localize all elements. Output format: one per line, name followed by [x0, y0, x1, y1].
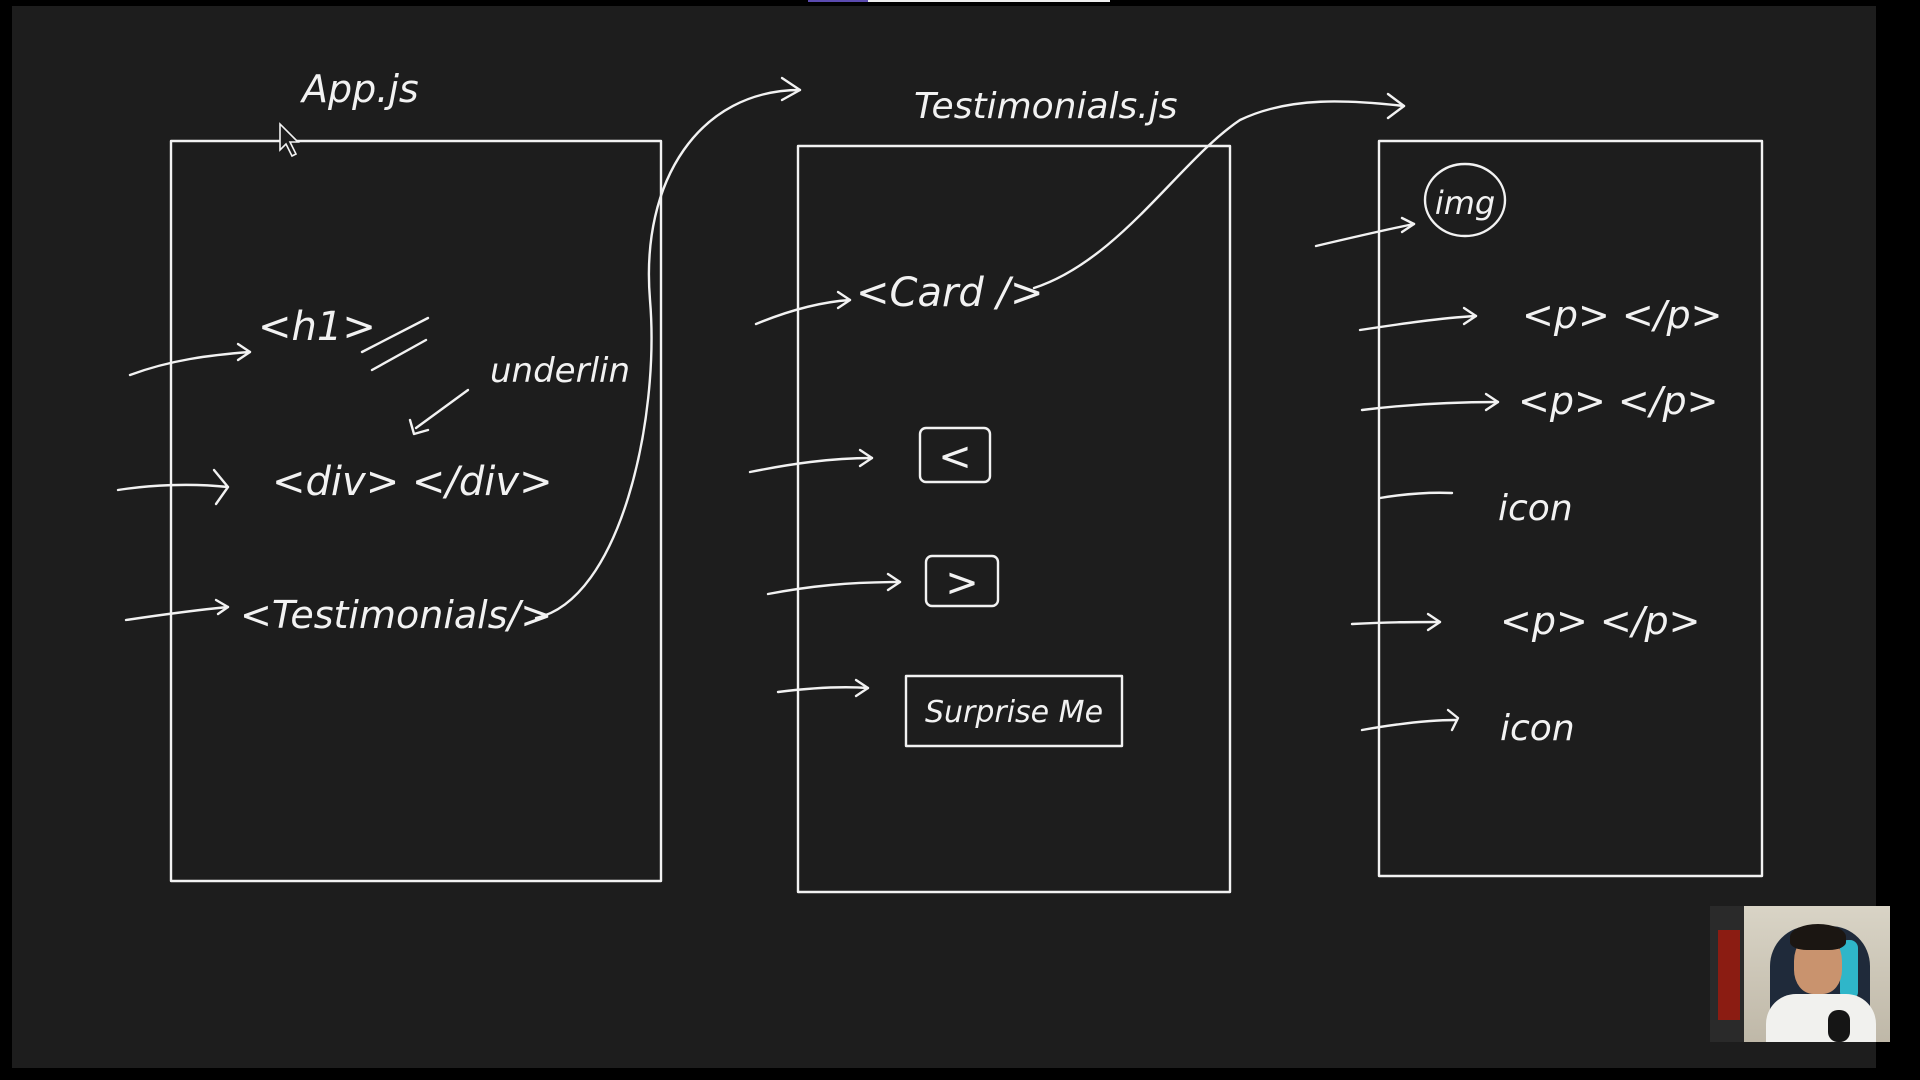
webcam-presenter-body	[1766, 994, 1876, 1042]
arrow-div-head	[212, 468, 230, 506]
note-arrow-head	[408, 418, 430, 436]
item-card: <Card />	[856, 270, 1044, 316]
item-div: <div> </div>	[272, 459, 553, 505]
arrow-h1	[128, 350, 252, 377]
next-button-box	[924, 554, 1000, 608]
arrow-p3-head	[1426, 612, 1442, 632]
note-underline: underlin	[490, 351, 630, 391]
prev-button-box	[918, 426, 992, 484]
arrow-card-head	[836, 290, 852, 310]
top-progress-accent	[808, 0, 868, 2]
panel-app-box	[169, 139, 663, 883]
arrow-h1-head	[236, 342, 252, 362]
arrow-p2	[1360, 400, 1500, 412]
arrow-p3	[1350, 620, 1442, 626]
arrow-div	[116, 483, 230, 492]
equals-mark-1	[360, 316, 430, 354]
connector-app-head	[780, 76, 802, 102]
top-progress-bar	[808, 0, 1110, 2]
webcam-microphone	[1828, 1010, 1850, 1042]
item-img: img	[1435, 184, 1495, 222]
arrow-testimonials-head	[214, 598, 230, 616]
img-circle	[1423, 162, 1507, 238]
arrow-next	[766, 580, 902, 596]
mouse-cursor-icon	[279, 122, 300, 158]
panel-testimonials-title: Testimonials.js	[914, 86, 1178, 127]
item-icon1: icon	[1498, 488, 1573, 529]
panel-card: img <p> </p> <p> </p> icon <p> </p> icon	[1314, 139, 1764, 878]
arrow-testimonials	[124, 605, 230, 622]
arrow-card	[754, 298, 852, 326]
panel-testimonials: Testimonials.js <Card /> < > Surprise Me	[748, 86, 1406, 894]
arrow-icon2-head	[1446, 708, 1460, 732]
webcam-background-accent	[1718, 930, 1740, 1020]
panel-app-title: App.js	[299, 67, 419, 111]
arrow-icon2	[1360, 718, 1458, 732]
arrow-img	[1314, 222, 1416, 248]
arrow-surprise-head	[854, 678, 870, 698]
panel-app: App.js <h1> underlin <div> </div> <Testi…	[116, 67, 802, 883]
arrow-next-head	[886, 572, 902, 592]
item-surprise: Surprise Me	[925, 695, 1103, 730]
note-arrow	[414, 388, 470, 430]
arrow-prev-head	[858, 448, 874, 468]
webcam-chair-accent	[1840, 940, 1858, 1000]
webcam-presenter-hair	[1790, 924, 1846, 950]
item-h1: <h1>	[258, 304, 376, 350]
item-testimonials: <Testimonials/>	[240, 593, 552, 637]
item-p2: <p> </p>	[1518, 379, 1718, 423]
presenter-video-icon	[1710, 906, 1890, 1042]
item-p1: <p> </p>	[1522, 293, 1722, 337]
equals-mark-2	[370, 338, 428, 372]
item-next: >	[945, 560, 979, 606]
surprise-button-box	[904, 674, 1124, 748]
arrow-p1	[1358, 314, 1478, 332]
connector-card-to-panel3	[1032, 100, 1406, 290]
connector-app-to-testimonials	[534, 88, 802, 620]
arrow-surprise	[776, 686, 870, 694]
arrow-p1-head	[1462, 306, 1478, 326]
arrow-p2-head	[1484, 392, 1500, 412]
arrow-img-head	[1400, 216, 1416, 234]
item-prev: <	[938, 434, 972, 480]
arrow-prev	[748, 456, 874, 474]
item-icon2: icon	[1500, 708, 1575, 749]
item-p3: <p> </p>	[1500, 599, 1700, 643]
connector-card-head	[1386, 92, 1406, 120]
panel-card-box	[1377, 139, 1764, 878]
arrow-icon1	[1378, 491, 1454, 500]
panel-testimonials-box	[796, 144, 1232, 894]
